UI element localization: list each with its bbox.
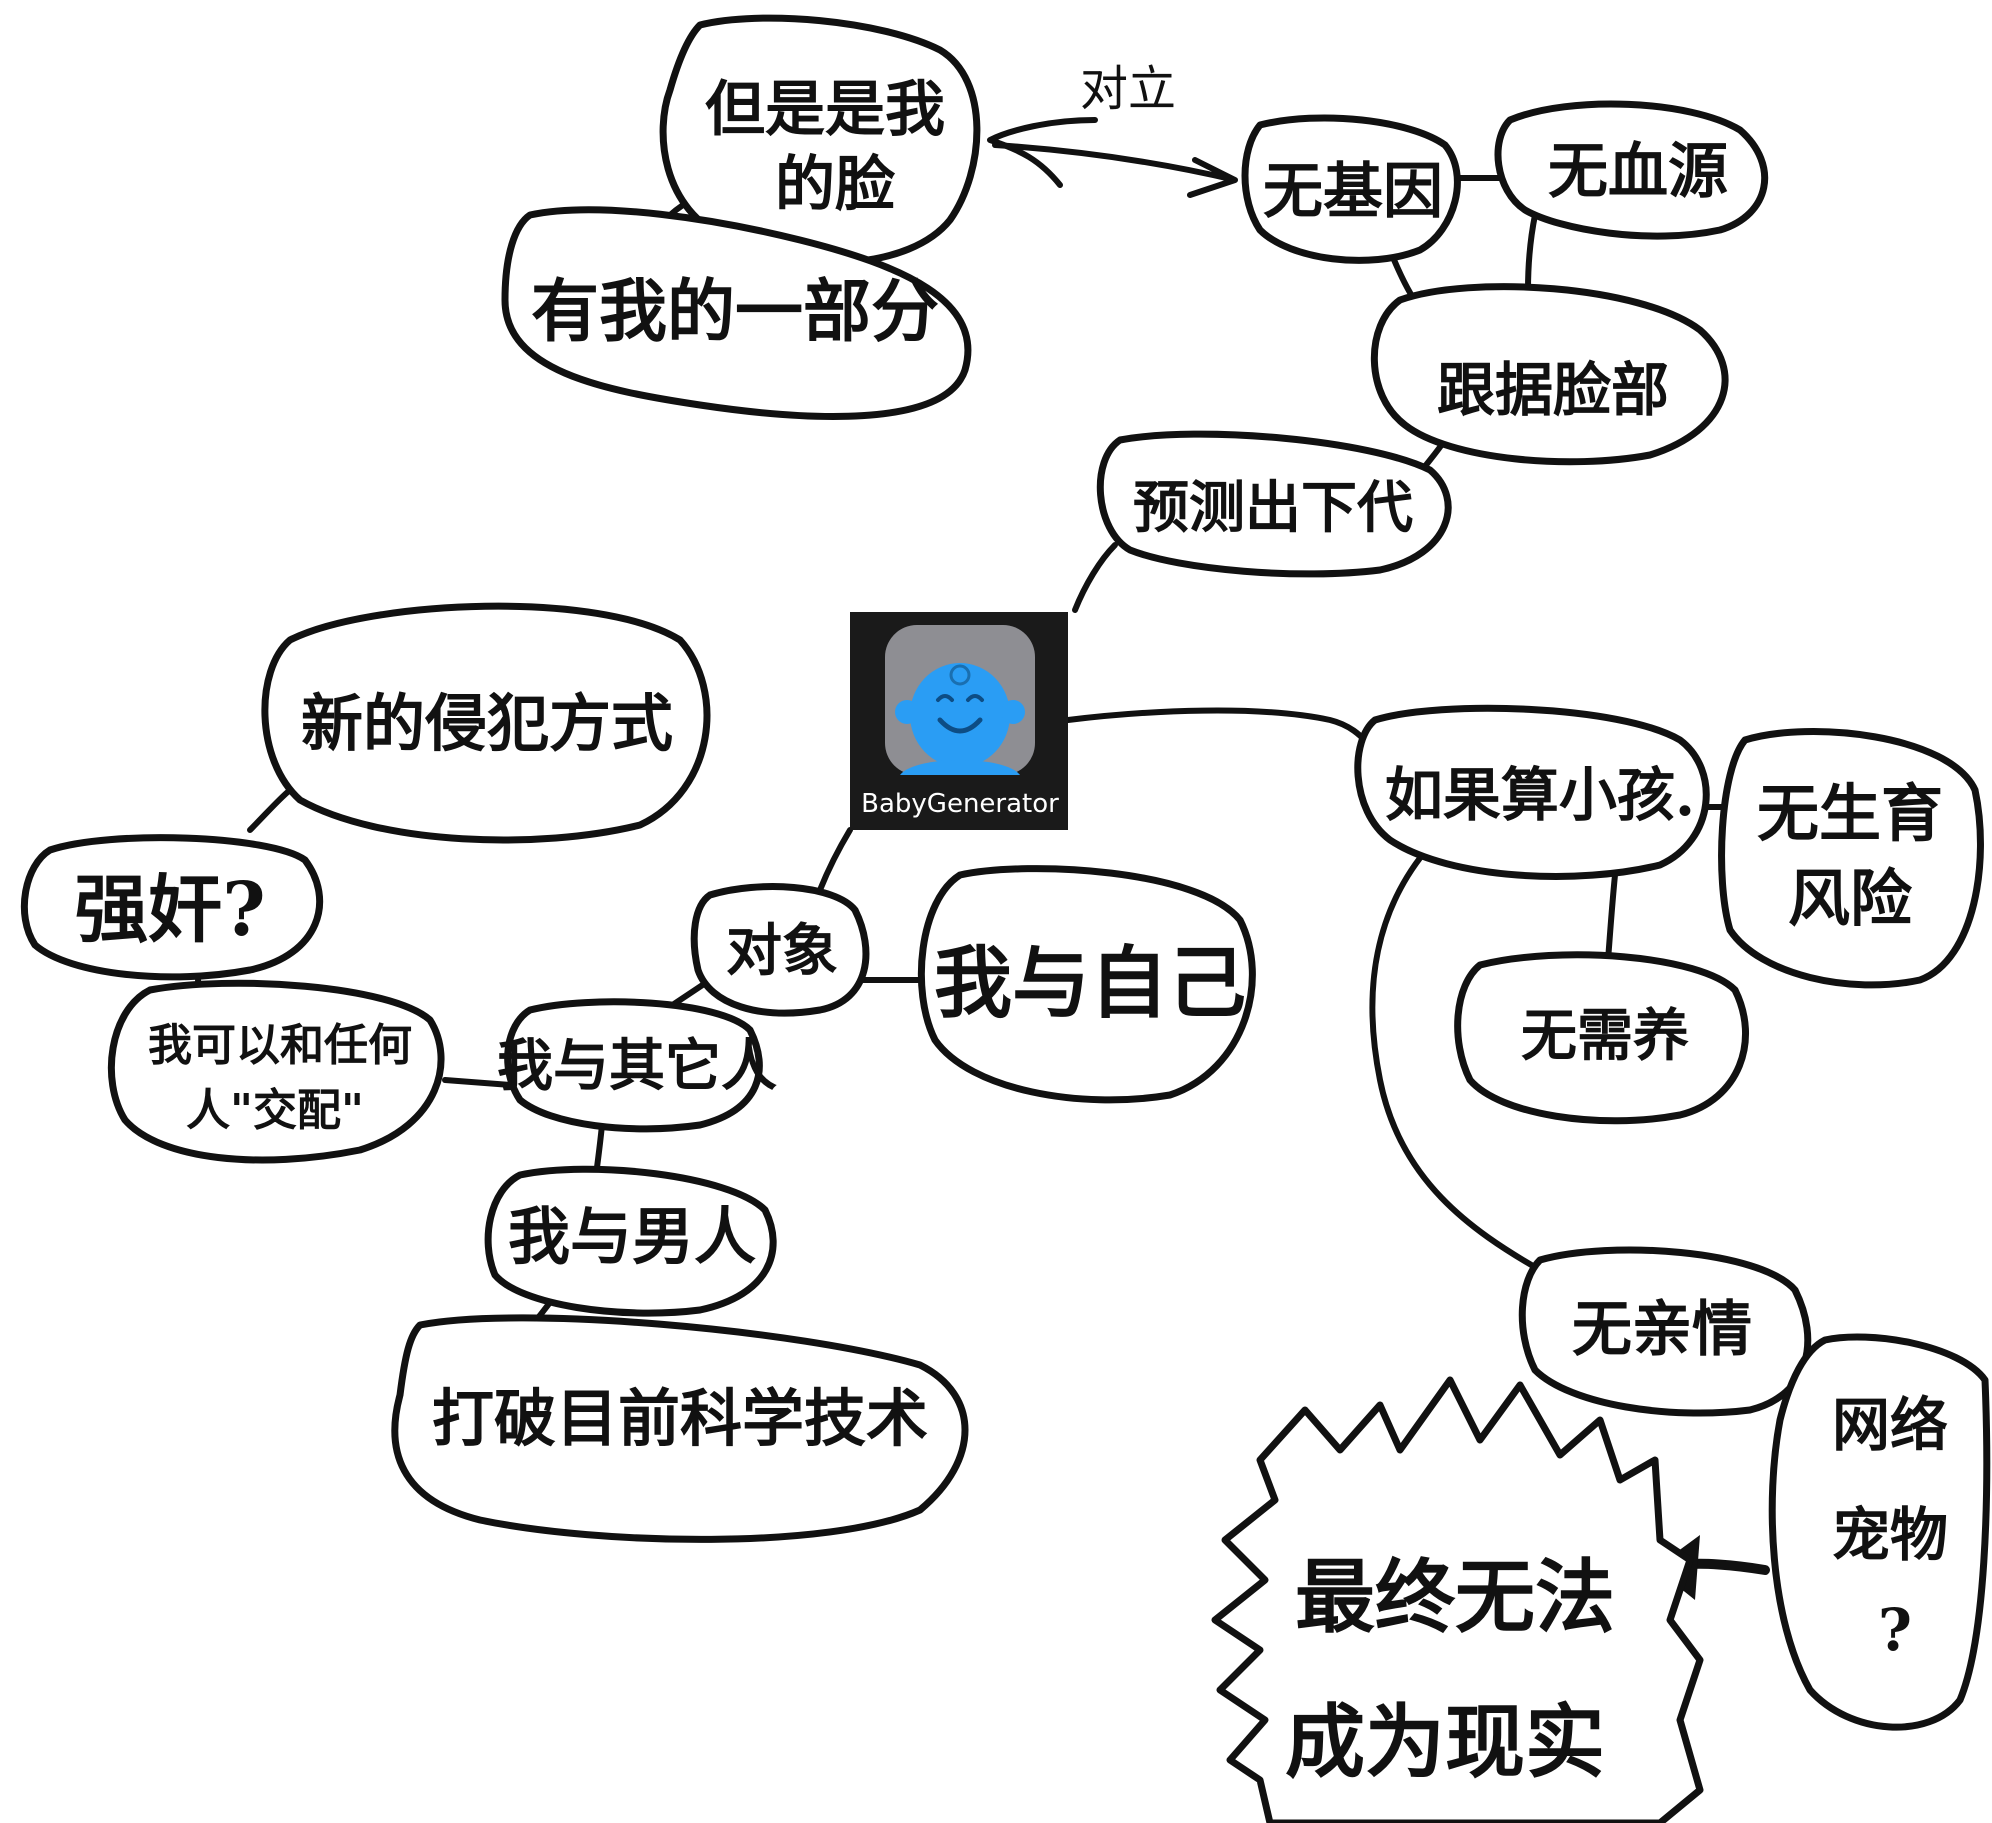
node-part-of-me-label: 有我的一部分 <box>531 272 939 352</box>
node-rape: 强奸? <box>20 834 323 981</box>
node-finally-line1: 最终无法 <box>1295 1550 1615 1644</box>
arrow-opposition-left <box>987 117 1098 188</box>
link-child-affection <box>1369 837 1543 1273</box>
node-any-person: 我可以和任何 人"交配" <box>107 979 445 1164</box>
node-by-face-label: 跟据脸部 <box>1437 356 1669 424</box>
node-me-self: 我与自己 <box>917 865 1256 1104</box>
link-child-upbringing <box>1605 872 1618 963</box>
arrow-opposition-right <box>992 142 1238 198</box>
node-no-affection-label: 无亲情 <box>1572 1295 1752 1365</box>
link-app-child <box>1065 707 1373 748</box>
node-new-crime-label: 新的侵犯方式 <box>301 687 673 760</box>
node-any-person-line2: 人"交配" <box>186 1085 364 1136</box>
node-no-birth-risk: 无生育 风险 <box>1718 728 1984 989</box>
node-online-pet: 网络 宠物 ? <box>1768 1333 1991 1731</box>
label-opposition: 对立 <box>1080 61 1176 117</box>
node-no-upbringing: 无需养 <box>1454 951 1750 1125</box>
node-no-upbringing-label: 无需养 <box>1521 1003 1689 1069</box>
baby-face-icon <box>895 663 1025 775</box>
node-no-gene: 无基因 <box>1241 114 1461 264</box>
app-tile[interactable]: BabyGenerator <box>850 612 1068 830</box>
node-no-birth-risk-line1: 无生育 <box>1757 777 1943 850</box>
node-no-birth-risk-line2: 风险 <box>1788 862 1913 935</box>
link-others-anyperson <box>442 1077 513 1088</box>
link-blood-face <box>1525 212 1538 293</box>
node-me-others: 我与其它人 <box>497 998 777 1133</box>
node-online-pet-line3: ? <box>1878 1596 1912 1664</box>
node-online-pet-line2: 宠物 <box>1832 1501 1948 1569</box>
node-predict: 预测出下代 <box>1096 430 1452 578</box>
node-part-of-me: 有我的一部分 <box>501 206 972 420</box>
node-as-child: 如果算小孩. <box>1354 704 1710 880</box>
node-me-others-label: 我与其它人 <box>497 1033 777 1099</box>
node-no-gene-label: 无基因 <box>1263 157 1443 227</box>
node-rape-label: 强奸? <box>74 867 265 953</box>
node-but-my-face-line1: 但是是我 <box>705 75 945 145</box>
node-online-pet-line1: 网络 <box>1832 1391 1948 1459</box>
node-me-men-label: 我与男人 <box>508 1200 756 1273</box>
node-predict-label: 预测出下代 <box>1133 475 1413 541</box>
node-finally-line2: 成为现实 <box>1285 1695 1605 1789</box>
app-label: BabyGenerator <box>861 789 1059 819</box>
node-no-affection: 无亲情 <box>1518 1246 1812 1417</box>
node-break-science: 打破目前科学技术 <box>391 1314 969 1543</box>
node-no-blood: 无血源 <box>1494 100 1769 240</box>
node-me-self-label: 我与自己 <box>934 938 1246 1029</box>
link-app-partner <box>817 827 853 893</box>
node-any-person-line1: 我可以和任何 <box>148 1020 412 1071</box>
node-partner: 对象 <box>690 883 870 1017</box>
node-break-science-label: 打破目前科学技术 <box>432 1382 928 1455</box>
node-finally: 最终无法 成为现实 <box>1211 1376 1704 1823</box>
node-but-my-face: 但是是我 的脸 <box>659 14 981 267</box>
node-but-my-face-line2: 的脸 <box>775 150 896 220</box>
node-as-child-label: 如果算小孩. <box>1385 761 1695 829</box>
link-rape-newcrime <box>247 787 293 833</box>
link-predict-app <box>1072 542 1118 613</box>
node-no-blood-label: 无血源 <box>1548 137 1728 207</box>
node-new-crime: 新的侵犯方式 <box>261 602 711 844</box>
node-by-face: 跟据脸部 <box>1370 283 1729 466</box>
node-partner-label: 对象 <box>726 918 838 984</box>
node-me-men: 我与男人 <box>484 1165 777 1317</box>
